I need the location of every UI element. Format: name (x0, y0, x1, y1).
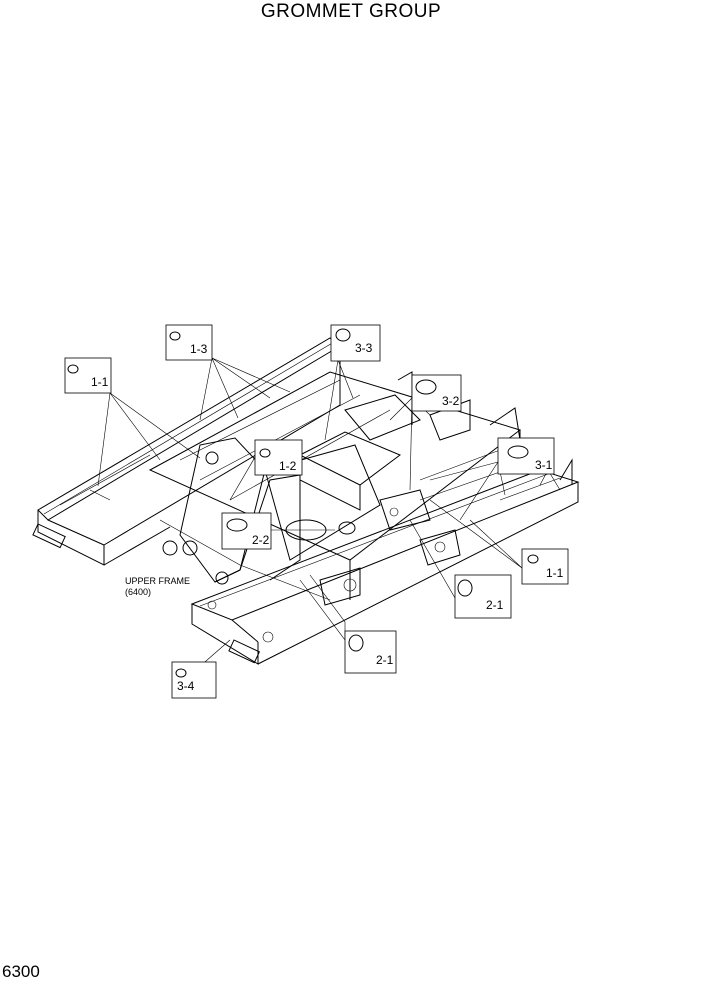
callout-3-2: 3-2 (411, 374, 462, 412)
frame-label-line2: (6400) (125, 587, 151, 597)
callout-1-1-left: 1-1 (64, 357, 112, 394)
callout-2-2: 2-2 (221, 512, 272, 550)
callout-1-3: 1-3 (165, 324, 213, 361)
callout-2-1-right: 2-1 (454, 574, 512, 619)
callout-label: 3-3 (355, 341, 373, 355)
leader-lines (97, 357, 523, 669)
callout-label: 3-4 (177, 679, 195, 693)
callout-label: 2-1 (376, 653, 394, 667)
callout-2-1-bottom: 2-1 (344, 630, 397, 674)
callout-1-1-right: 1-1 (521, 548, 569, 585)
page-number: 6300 (2, 962, 40, 981)
callout-3-4: 3-4 (171, 661, 217, 699)
callout-label: 1-1 (546, 566, 564, 580)
callout-3-1: 3-1 (497, 437, 555, 475)
callout-label: 1-1 (91, 375, 109, 389)
upper-frame-label: UPPER FRAME (6400) (125, 576, 190, 597)
frame-label-line1: UPPER FRAME (125, 576, 190, 586)
diagram-title: GROMMET GROUP (260, 1, 442, 22)
callout-label: 3-1 (535, 458, 553, 472)
callout-label: 2-2 (252, 533, 270, 547)
callout-label: 1-2 (279, 459, 297, 473)
callout-label: 1-3 (190, 342, 208, 356)
center-deck (148, 371, 573, 606)
callout-label: 2-1 (486, 598, 504, 612)
callout-label: 3-2 (442, 394, 460, 408)
callout-3-3: 3-3 (330, 324, 381, 362)
callout-1-2: 1-2 (254, 439, 303, 476)
